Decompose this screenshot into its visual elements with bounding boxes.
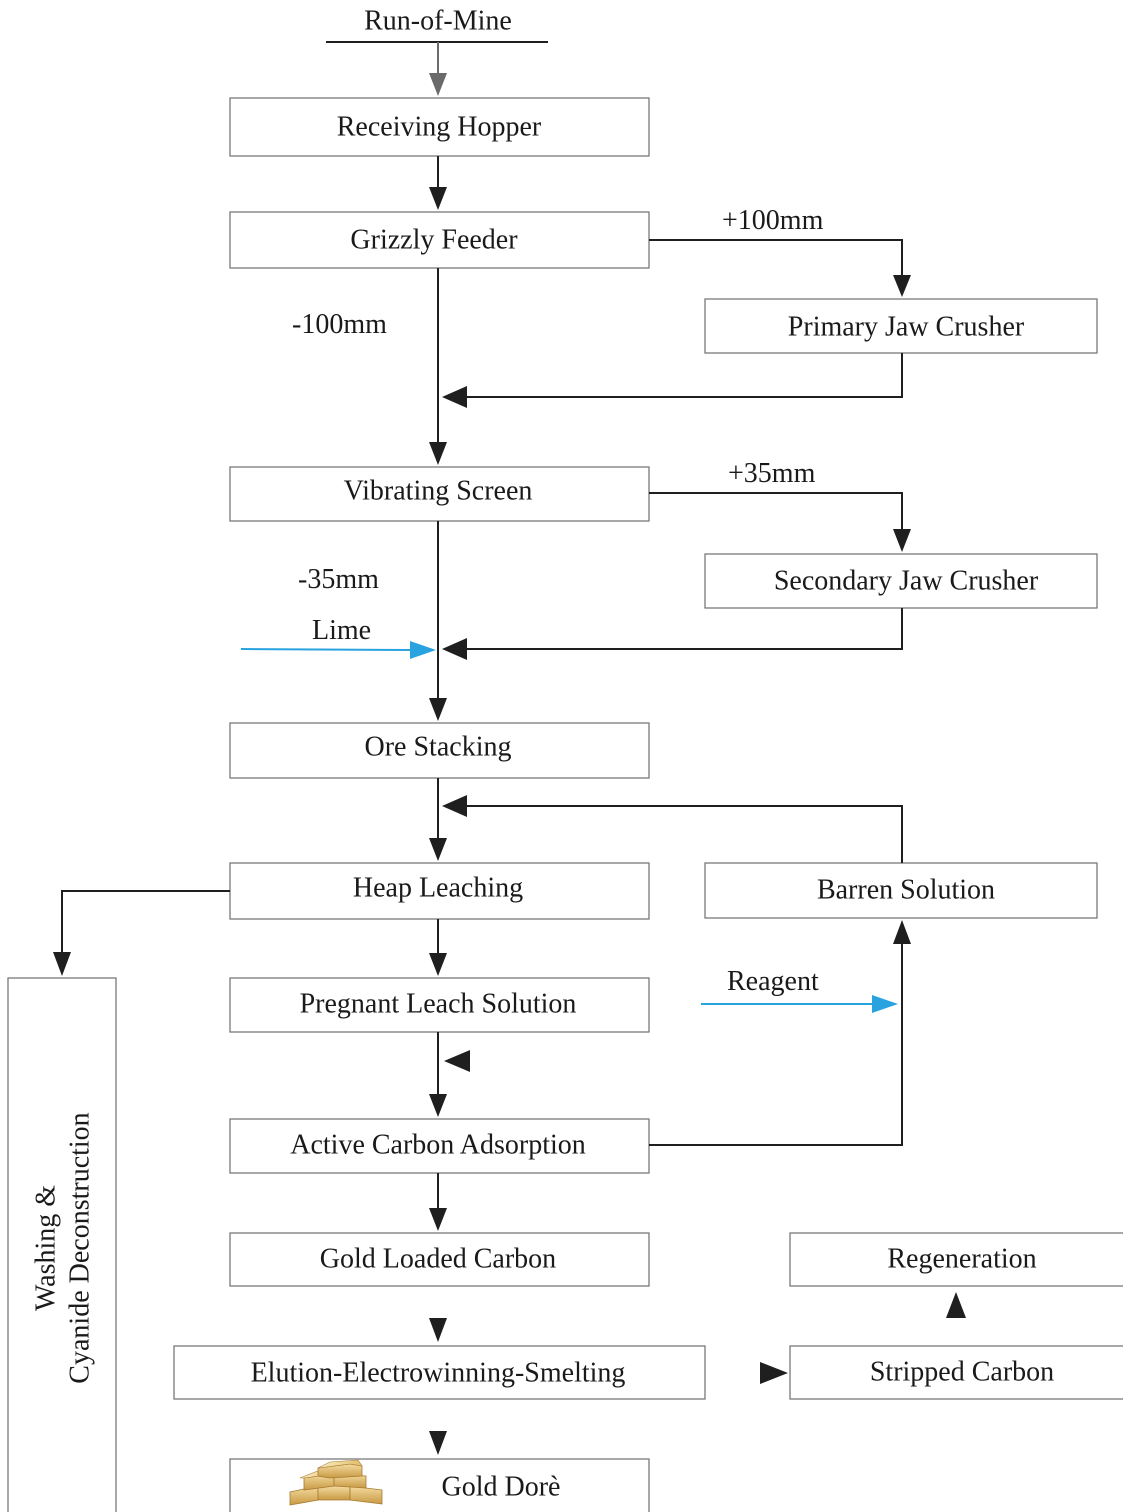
arrow-stacking-to-leaching-head — [429, 838, 447, 861]
gold-dore-label: Gold Dorè — [442, 1472, 561, 1503]
node-gold-loaded-carbon: Gold Loaded Carbon — [229, 1232, 650, 1287]
arrow-primary-return-head — [442, 386, 467, 408]
receiving-hopper-label: Receiving Hopper — [337, 112, 542, 143]
arrow-hopper-to-grizzly-head — [429, 187, 447, 210]
minus-100mm-label: -100mm — [292, 309, 387, 340]
gold-bars-icon — [289, 1459, 383, 1506]
arrow-elution-to-stripped-head — [760, 1362, 788, 1384]
washing-label-line2: Cyanide Deconstruction — [65, 1112, 96, 1383]
grizzly-feeder-label: Grizzly Feeder — [350, 225, 518, 256]
node-washing-cyanide-deconstruction: Washing & Cyanide Deconstruction — [7, 977, 117, 1512]
arrow-stripped-to-regeneration-head — [946, 1292, 966, 1318]
elution-electrowinning-smelting-label: Elution-Electrowinning-Smelting — [251, 1358, 626, 1389]
regeneration-label: Regeneration — [887, 1244, 1036, 1275]
run-of-mine-label: Run-of-Mine — [364, 6, 512, 37]
arrow-grizzly-to-screen-head — [429, 442, 447, 465]
arrow-grizzly-oversize-head — [893, 275, 911, 297]
active-carbon-adsorption-label: Active Carbon Adsorption — [290, 1130, 586, 1161]
vibrating-screen-label: Vibrating Screen — [344, 476, 533, 507]
reagent-feed-head — [872, 995, 898, 1013]
arrow-secondary-return-line — [466, 608, 903, 650]
node-ore-stacking: Ore Stacking — [229, 722, 650, 779]
arrow-screen-oversize-line — [649, 492, 903, 530]
node-elution-electrowinning-smelting: Elution-Electrowinning-Smelting — [173, 1345, 706, 1400]
arrow-secondary-return-head — [442, 638, 467, 660]
lime-label: Lime — [312, 615, 371, 646]
arrow-screen-oversize-head — [893, 529, 911, 552]
stripped-carbon-label: Stripped Carbon — [870, 1357, 1054, 1388]
node-gold-dore: Gold Dorè — [229, 1458, 650, 1512]
node-stripped-carbon: Stripped Carbon — [789, 1345, 1123, 1400]
reagent-label: Reagent — [727, 966, 819, 997]
node-receiving-hopper: Receiving Hopper — [229, 97, 650, 157]
arrow-elution-to-dore-head — [429, 1431, 447, 1455]
arrow-screen-to-stacking-head — [429, 698, 447, 721]
plus-100mm-label: +100mm — [722, 205, 824, 236]
lime-feed-line — [240, 648, 413, 651]
arrow-adsorption-to-barren-head — [893, 920, 911, 944]
ore-stacking-label: Ore Stacking — [365, 732, 512, 763]
pregnant-leach-solution-label: Pregnant Leach Solution — [300, 989, 577, 1020]
heap-leaching-label: Heap Leaching — [353, 873, 523, 904]
arrow-leaching-to-pls-head — [429, 953, 447, 976]
node-barren-solution: Barren Solution — [704, 862, 1098, 919]
node-grizzly-feeder: Grizzly Feeder — [229, 211, 650, 269]
barren-solution-label: Barren Solution — [817, 875, 995, 906]
secondary-jaw-crusher-label: Secondary Jaw Crusher — [774, 566, 1039, 597]
arrow-leaching-to-washing-head — [53, 952, 71, 976]
arrow-leaching-to-washing-line — [61, 890, 230, 953]
arrow-grizzly-oversize-line — [649, 239, 903, 276]
primary-jaw-crusher-label: Primary Jaw Crusher — [788, 312, 1025, 343]
washing-label-line1: Washing & — [31, 1185, 62, 1311]
node-vibrating-screen: Vibrating Screen — [229, 466, 650, 522]
run-of-mine-arrowhead — [429, 73, 447, 96]
arrow-primary-return-line — [466, 353, 903, 398]
lime-feed-head — [410, 641, 436, 659]
arrow-loaded-to-elution-head — [429, 1318, 447, 1342]
node-regeneration: Regeneration — [789, 1232, 1123, 1287]
node-pregnant-leach-solution: Pregnant Leach Solution — [229, 977, 650, 1033]
gold-loaded-carbon-label: Gold Loaded Carbon — [320, 1244, 556, 1275]
arrow-barren-return-line — [466, 805, 903, 863]
minus-35mm-label: -35mm — [298, 564, 379, 595]
arrow-pls-to-adsorption-head — [429, 1094, 447, 1117]
arrow-barren-return-head — [442, 795, 467, 817]
node-active-carbon-adsorption: Active Carbon Adsorption — [229, 1118, 650, 1174]
arrow-adsorption-to-loaded-head — [429, 1208, 447, 1231]
arrow-adsorption-to-barren-line — [649, 943, 903, 1146]
node-secondary-jaw-crusher: Secondary Jaw Crusher — [704, 553, 1098, 609]
pls-side-marker — [444, 1050, 470, 1072]
node-primary-jaw-crusher: Primary Jaw Crusher — [704, 298, 1098, 354]
node-heap-leaching: Heap Leaching — [229, 862, 650, 920]
plus-35mm-label: +35mm — [728, 458, 816, 489]
